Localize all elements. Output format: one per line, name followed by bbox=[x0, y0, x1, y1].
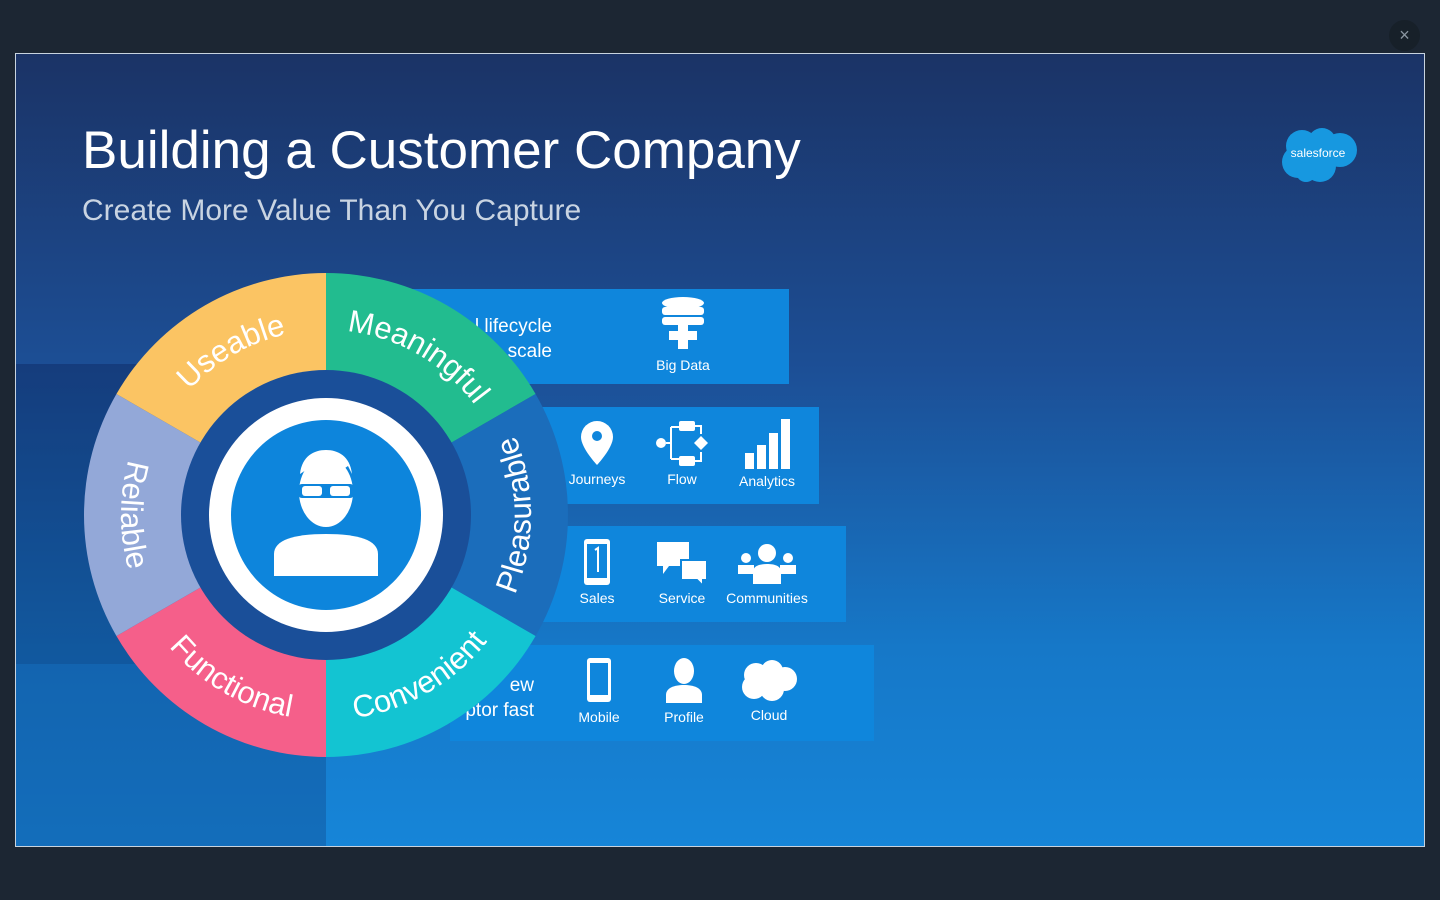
item-label: Mobile bbox=[578, 709, 620, 725]
panel-mobile-profile-cloud: ew ptor fast Mobile Profile Cloud bbox=[450, 645, 874, 741]
item-communities: Communities bbox=[722, 538, 812, 606]
panel-journeys-flow-analytics: Journeys Flow Analytics bbox=[540, 407, 819, 504]
wheel-segment-reliable bbox=[84, 394, 205, 636]
item-flow: Flow bbox=[637, 419, 727, 487]
item-sales: Sales bbox=[552, 538, 642, 606]
item-label: Cloud bbox=[750, 707, 788, 723]
panel-sales-service-communities: Sales Service Communities bbox=[540, 526, 846, 622]
item-mobile: Mobile bbox=[554, 657, 644, 725]
close-icon: × bbox=[1399, 25, 1410, 45]
person-icon bbox=[666, 658, 702, 703]
item-label: Journeys bbox=[568, 471, 626, 487]
bar-chart-icon bbox=[745, 419, 790, 469]
customer-avatar-icon bbox=[274, 450, 378, 576]
map-pin-icon bbox=[581, 421, 613, 465]
wheel-segment-functional bbox=[116, 585, 327, 757]
panel-text: ptor fast bbox=[465, 700, 534, 721]
item-label: Flow bbox=[667, 471, 697, 487]
panel-text: scale bbox=[507, 341, 552, 362]
customer-wheel: MeaningfulPleasurableConvenientFunctiona… bbox=[84, 273, 568, 757]
item-label: Profile bbox=[664, 709, 704, 725]
item-label: Communities bbox=[726, 590, 808, 606]
chat-bubbles-icon bbox=[657, 542, 708, 586]
svg-text:salesforce: salesforce bbox=[1291, 146, 1346, 160]
close-button[interactable]: × bbox=[1389, 20, 1420, 51]
item-analytics: Analytics bbox=[722, 419, 812, 489]
item-journeys: Journeys bbox=[552, 419, 642, 487]
wheel-segment-pleasurable bbox=[447, 394, 568, 636]
mobile-icon bbox=[587, 658, 611, 702]
item-label: Big Data bbox=[656, 357, 710, 373]
people-group-icon bbox=[738, 544, 796, 584]
wheel-segment-convenient bbox=[326, 585, 536, 757]
item-cloud: Cloud bbox=[724, 659, 814, 723]
item-label: Service bbox=[658, 590, 706, 606]
wheel-segment-meaningful bbox=[326, 273, 536, 445]
slide-subtitle: Create More Value Than You Capture bbox=[82, 194, 582, 227]
item-label: Analytics bbox=[738, 473, 796, 489]
slide: Building a Customer Company Create More … bbox=[15, 53, 1425, 847]
item-profile: Profile bbox=[639, 657, 729, 725]
item-big-data: Big Data bbox=[638, 297, 728, 373]
item-service: Service bbox=[637, 538, 727, 606]
phone-one-icon bbox=[584, 539, 610, 585]
item-label: Sales bbox=[579, 590, 615, 606]
cloud-icon bbox=[742, 660, 797, 701]
slide-title: Building a Customer Company bbox=[82, 121, 801, 180]
salesforce-logo: salesforce bbox=[1282, 128, 1357, 182]
panel-text: l lifecycle bbox=[474, 316, 552, 337]
wheel-segment-useable bbox=[116, 273, 327, 445]
wheel-label: Reliable bbox=[114, 458, 156, 572]
flow-icon bbox=[656, 421, 708, 466]
panel-text: ew bbox=[509, 675, 534, 696]
database-plus-icon bbox=[662, 297, 704, 349]
